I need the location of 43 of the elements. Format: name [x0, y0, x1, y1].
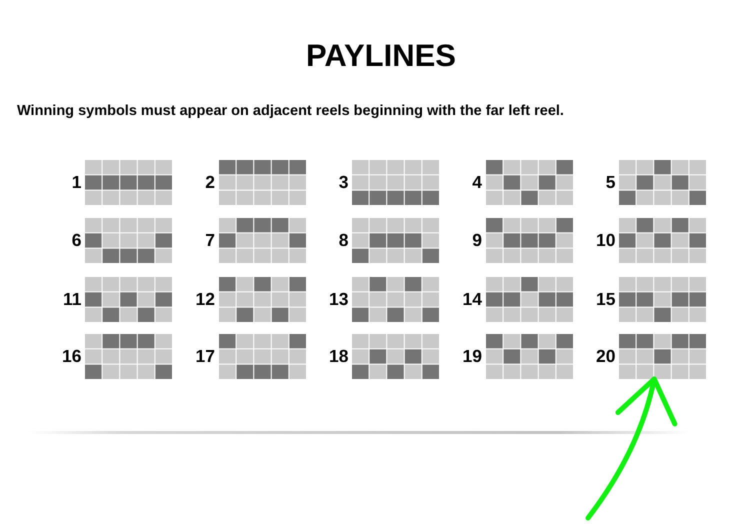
payline-number: 11 — [63, 290, 82, 308]
payline-number: 4 — [472, 174, 482, 192]
payline-grid — [352, 334, 439, 379]
payline-grid — [619, 334, 706, 379]
payline-number: 10 — [596, 232, 616, 250]
payline-number: 13 — [329, 290, 348, 308]
payline-grid — [218, 334, 306, 379]
payline-number: 14 — [462, 290, 482, 308]
payline-number: 8 — [338, 232, 348, 250]
payline-grid — [218, 160, 306, 205]
payline-number: 6 — [72, 232, 82, 250]
payline-grid — [619, 218, 706, 263]
payline-number: 18 — [329, 348, 348, 366]
payline-grid — [486, 160, 572, 205]
payline-grid — [218, 276, 306, 322]
instruction-text: Winning symbols must appear on adjacent reels beginning with the far left reel. — [17, 104, 564, 118]
payline-grid — [85, 276, 172, 322]
payline-grid — [486, 334, 572, 379]
payline-number: 5 — [606, 174, 616, 192]
title: PAYLINES — [306, 40, 456, 71]
payline-grid — [85, 218, 172, 263]
payline-grid — [352, 160, 439, 205]
payline-number: 17 — [196, 348, 215, 366]
payline-grid — [486, 218, 572, 263]
payline-grid — [352, 276, 439, 322]
payline-number: 20 — [596, 348, 616, 366]
arrow — [586, 376, 676, 520]
payline-grid — [352, 218, 439, 263]
payline-grid — [218, 218, 306, 263]
payline-number: 16 — [62, 348, 82, 366]
payline-number: 19 — [462, 348, 482, 366]
payline-grid — [619, 160, 706, 205]
payline-grid — [619, 276, 706, 322]
payline-grid — [85, 334, 172, 379]
payline-number: 9 — [472, 232, 482, 250]
payline-number: 2 — [205, 174, 215, 192]
payline-number: 12 — [196, 290, 215, 308]
payline-number: 7 — [205, 232, 215, 250]
payline-grid — [486, 276, 572, 322]
payline-number: 3 — [338, 174, 348, 192]
payline-number: 1 — [72, 174, 82, 192]
payline-number: 15 — [596, 290, 616, 308]
payline-grid — [85, 160, 172, 205]
